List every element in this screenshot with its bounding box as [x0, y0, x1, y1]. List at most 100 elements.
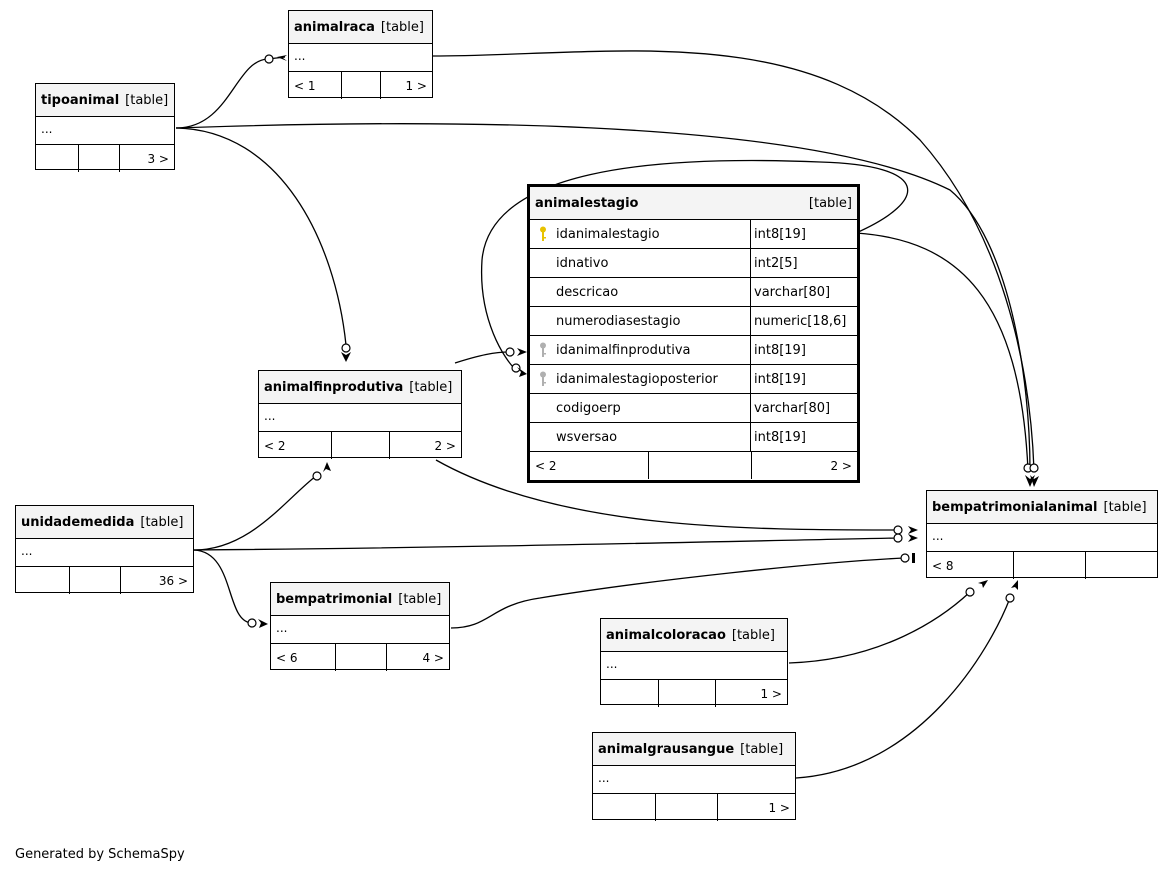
- column-row[interactable]: idanimalestagioposterior int8[19]: [530, 365, 857, 394]
- edge-animalfinprodutiva-animalestagio: [454, 351, 510, 364]
- column-type: varchar[80]: [754, 400, 831, 416]
- footer-spacer: [655, 794, 717, 821]
- column-row[interactable]: codigoerp varchar[80]: [530, 394, 857, 423]
- column-name: codigoerp: [530, 394, 751, 422]
- column-name: descricao: [530, 278, 751, 306]
- column-name-text: idanimalestagioposterior: [556, 371, 718, 387]
- children-count[interactable]: [1085, 552, 1157, 579]
- table-name: bempatrimonialanimal: [932, 499, 1098, 515]
- column-row[interactable]: idanimalfinprodutiva int8[19]: [530, 336, 857, 365]
- table-name: animalcoloracao: [606, 627, 726, 643]
- table-bempatrimonial[interactable]: bempatrimonial [table] ... < 6 4 >: [270, 582, 450, 671]
- table-animalcoloracao[interactable]: animalcoloracao [table] ... 1 >: [600, 618, 788, 707]
- column-type: int8[19]: [754, 371, 806, 387]
- children-count[interactable]: 2 >: [751, 452, 857, 479]
- footer-spacer: [335, 644, 386, 671]
- edge-animalestagio-bempatrimonialanimal: [855, 232, 1029, 471]
- children-count[interactable]: 4 >: [386, 644, 449, 671]
- parents-count[interactable]: < 6: [276, 650, 298, 665]
- generated-by-credit: Generated by SchemaSpy: [15, 847, 185, 862]
- primary-key-icon: [540, 226, 546, 241]
- parents-count[interactable]: [593, 794, 655, 821]
- footer-spacer: [648, 452, 751, 479]
- table-name: animalfinprodutiva: [264, 379, 404, 395]
- parents-count[interactable]: [601, 680, 658, 707]
- parents-count[interactable]: < 1: [294, 78, 316, 93]
- edge-tipoanimal-animalraca: [175, 56, 286, 129]
- table-name: unidademedida: [21, 514, 135, 530]
- column-name-text: wsversao: [556, 429, 618, 445]
- table-animalgrausangue[interactable]: animalgrausangue [table] ... 1 >: [592, 732, 796, 821]
- column-name-text: codigoerp: [556, 400, 621, 416]
- columns-placeholder: ...: [259, 404, 461, 432]
- column-type: varchar[80]: [754, 284, 831, 300]
- children-count[interactable]: 36 >: [120, 567, 193, 594]
- column-name-text: idanimalfinprodutiva: [556, 342, 691, 358]
- column-row[interactable]: descricao varchar[80]: [530, 278, 857, 307]
- table-name: bempatrimonial: [276, 591, 393, 607]
- children-count[interactable]: 1 >: [717, 794, 795, 821]
- columns-placeholder: ...: [289, 44, 432, 72]
- table-tipoanimal[interactable]: tipoanimal [table] ... 3 >: [35, 83, 175, 172]
- column-type: numeric[18,6]: [754, 313, 847, 329]
- edge-unidademedida-bempatrimonialanimal: [193, 537, 898, 551]
- edge-animalestagio-self: [480, 159, 909, 371]
- column-row[interactable]: wsversao int8[19]: [530, 423, 857, 452]
- edge-animalcoloracao-bempatrimonialanimal: [788, 591, 971, 664]
- edge-tipoanimal-animalfinprodutiva: [175, 127, 347, 346]
- table-animalraca[interactable]: animalraca [table] ... < 1 1 >: [288, 10, 433, 99]
- children-count[interactable]: 1 >: [380, 72, 432, 99]
- footer-spacer: [331, 432, 389, 459]
- column-name-text: descricao: [556, 284, 619, 300]
- columns-placeholder: ...: [271, 616, 449, 644]
- parents-count[interactable]: < 2: [535, 458, 557, 473]
- column-name: idanimalfinprodutiva: [530, 336, 751, 364]
- table-type-label: [table]: [398, 591, 442, 607]
- column-type: int2[5]: [754, 255, 798, 271]
- column-row[interactable]: idanimalestagio int8[19]: [530, 220, 857, 249]
- table-name: tipoanimal: [41, 92, 120, 108]
- columns-placeholder: ...: [36, 117, 174, 145]
- column-type: int8[19]: [754, 342, 806, 358]
- table-unidademedida[interactable]: unidademedida [table] ... 36 >: [15, 505, 194, 594]
- table-type-label: [table]: [380, 19, 424, 35]
- columns-placeholder: ...: [593, 766, 795, 794]
- column-type: int8[19]: [754, 429, 806, 445]
- table-name: animalestagio: [535, 195, 639, 211]
- footer-spacer: [341, 72, 380, 99]
- column-name: numerodiasestagio: [530, 307, 751, 335]
- children-count[interactable]: 3 >: [119, 145, 174, 172]
- column-name-text: numerodiasestagio: [556, 313, 681, 329]
- parents-count[interactable]: < 8: [932, 558, 954, 573]
- foreign-key-icon: [540, 371, 546, 386]
- edge-animalfinprodutiva-bempatrimonialanimal: [435, 459, 898, 531]
- columns-placeholder: ...: [16, 539, 193, 567]
- edge-bempatrimonial-bempatrimonialanimal: [450, 557, 905, 629]
- parents-count[interactable]: [36, 145, 78, 172]
- table-type-label: [table]: [125, 92, 169, 108]
- table-bempatrimonialanimal[interactable]: bempatrimonialanimal [table] ... < 8: [926, 490, 1158, 579]
- children-count[interactable]: 1 >: [715, 680, 787, 707]
- children-count[interactable]: 2 >: [389, 432, 461, 459]
- table-type-label: [table]: [740, 741, 784, 757]
- edge-animalraca-bempatrimonialanimal: [432, 50, 1035, 471]
- column-type: int8[19]: [754, 226, 806, 242]
- footer-spacer: [658, 680, 715, 707]
- column-name-text: idanimalestagio: [556, 226, 660, 242]
- columns-placeholder: ...: [927, 524, 1157, 552]
- column-row[interactable]: numerodiasestagio numeric[18,6]: [530, 307, 857, 336]
- edge-unidademedida-animalfinprodutiva: [193, 475, 317, 551]
- table-type-label: [table]: [1103, 499, 1147, 515]
- foreign-key-icon: [540, 342, 546, 357]
- column-name: idanimalestagioposterior: [530, 365, 751, 393]
- columns-placeholder: ...: [601, 652, 787, 680]
- parents-count[interactable]: < 2: [264, 438, 286, 453]
- footer-spacer: [1013, 552, 1085, 579]
- parents-count[interactable]: [16, 567, 69, 594]
- column-name: idanimalestagio: [530, 220, 751, 248]
- table-name: animalraca: [294, 19, 375, 35]
- table-animalfinprodutiva[interactable]: animalfinprodutiva [table] ... < 2 2 >: [258, 370, 462, 459]
